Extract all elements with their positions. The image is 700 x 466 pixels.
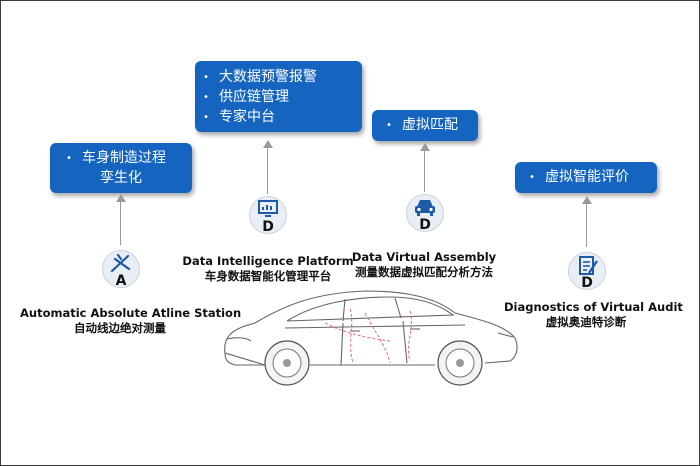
node-a-circle: A xyxy=(102,250,140,289)
node-d1-label: Data Intelligence Platform 车身数据智能化管理平台 xyxy=(170,254,366,284)
car-illustration xyxy=(224,290,518,386)
node-a-letter: A xyxy=(115,273,127,289)
node-d2-letter: D xyxy=(419,217,431,233)
node-d3-cn: 虚拟奥迪特诊断 xyxy=(545,315,627,329)
node-d3-en: Diagnostics of Virtual Audit xyxy=(504,300,683,314)
rear-wheel xyxy=(437,340,483,386)
body-process-box: •车身制造过程 孪生化 xyxy=(50,143,192,193)
node-d1-cn: 车身数据智能化管理平台 xyxy=(204,269,332,283)
node-d2-label: Data Virtual Assembly 测量数据虚拟匹配分析方法 xyxy=(350,250,498,280)
node-d2-cn: 测量数据虚拟匹配分析方法 xyxy=(355,265,493,279)
car-front-icon xyxy=(415,200,435,216)
virtual-eval-box: •虚拟智能评价 xyxy=(515,162,657,193)
node-d2-circle: D xyxy=(406,194,444,233)
connector-d1-arrow xyxy=(262,140,273,148)
node-d1-letter: D xyxy=(262,219,274,235)
monitor-chart-icon xyxy=(258,200,278,217)
measuring-probe-icon xyxy=(110,253,131,273)
virtual-match-box: •虚拟匹配 xyxy=(372,110,478,141)
data-platform-box: •大数据预警报警 •供应链管理 •专家中台 xyxy=(195,61,362,132)
body-process-line-2: 孪生化 xyxy=(100,170,142,186)
node-a-label: Automatic Absolute Atline Station 自动线边绝对… xyxy=(20,306,242,336)
connector-d2 xyxy=(424,147,425,192)
connector-d3-arrow xyxy=(581,196,592,204)
data-platform-line-2: •供应链管理 xyxy=(203,89,289,105)
connector-d1 xyxy=(267,145,268,194)
checklist-document-icon xyxy=(579,256,598,275)
connector-a xyxy=(120,198,121,245)
virtual-eval-line: •虚拟智能评价 xyxy=(529,169,629,185)
node-d1-en: Data Intelligence Platform xyxy=(182,254,354,268)
body-process-line-1: •车身制造过程 xyxy=(66,148,166,169)
node-a-en: Automatic Absolute Atline Station xyxy=(20,306,242,320)
node-d3-letter: D xyxy=(581,275,593,291)
node-d3-circle: D xyxy=(568,252,606,291)
connector-a-arrow xyxy=(115,194,126,202)
front-wheel xyxy=(264,340,310,386)
data-platform-line-1: •大数据预警报警 xyxy=(203,69,317,85)
node-a-cn: 自动线边绝对测量 xyxy=(74,321,166,335)
virtual-match-line: •虚拟匹配 xyxy=(386,117,458,133)
bullet: • xyxy=(66,153,72,164)
node-d3-label: Diagnostics of Virtual Audit 虚拟奥迪特诊断 xyxy=(504,300,683,330)
connector-d3 xyxy=(586,200,587,247)
data-platform-line-3: •专家中台 xyxy=(203,109,275,125)
node-d1-circle: D xyxy=(249,196,287,235)
node-d2-en: Data Virtual Assembly xyxy=(351,250,497,264)
connector-d2-arrow xyxy=(419,143,430,151)
